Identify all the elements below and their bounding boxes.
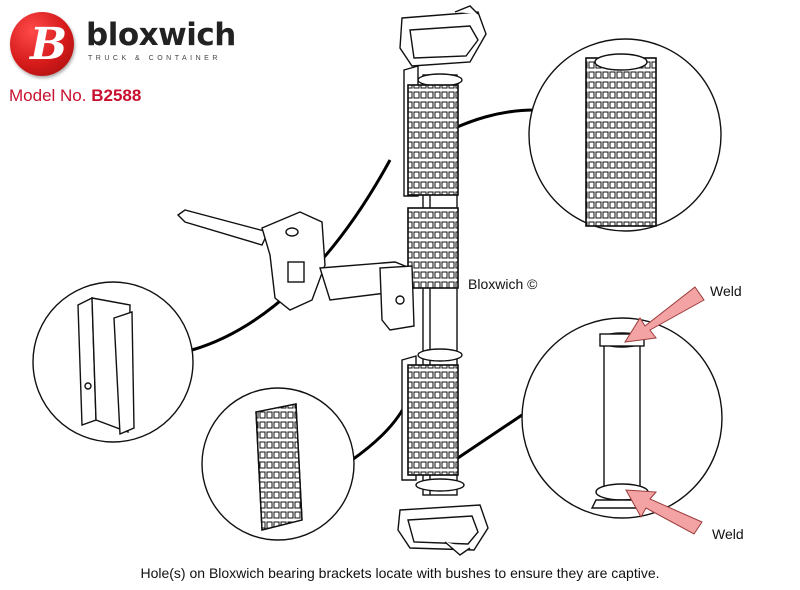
top-bearing-bracket xyxy=(403,65,459,197)
weld-label-bottom: Weld xyxy=(712,526,744,542)
detail-circle-bracket-top xyxy=(528,38,722,232)
copyright-label: Bloxwich © xyxy=(468,276,538,292)
bottom-bearing-bracket xyxy=(401,355,459,481)
brand-name: bloxwich xyxy=(86,17,236,53)
brand-tagline: TRUCK & CONTAINER xyxy=(88,55,221,62)
detail-circle-bracket-teeth xyxy=(201,387,355,541)
bottom-keeper xyxy=(397,504,489,556)
handle-assembly xyxy=(176,209,415,331)
bloxwich-logo: B bloxwich TRUCK & CONTAINER xyxy=(8,8,278,78)
weld-arrow-top xyxy=(624,286,705,343)
middle-bearing-bracket xyxy=(407,207,459,289)
weld-label-top: Weld xyxy=(710,283,742,299)
detail-circle-weld xyxy=(521,317,723,519)
model-code: B2588 xyxy=(91,86,142,105)
detail-circle-bracket-half xyxy=(32,281,194,443)
top-keeper xyxy=(399,5,487,67)
model-number: Model No. B2588 xyxy=(9,86,141,106)
weld-arrow-bottom xyxy=(625,489,703,535)
logo-letter: B xyxy=(30,19,68,70)
model-label: Model No. xyxy=(9,86,87,105)
diagram-caption: Hole(s) on Bloxwich bearing brackets loc… xyxy=(140,565,660,581)
logo-badge: B xyxy=(10,12,74,76)
